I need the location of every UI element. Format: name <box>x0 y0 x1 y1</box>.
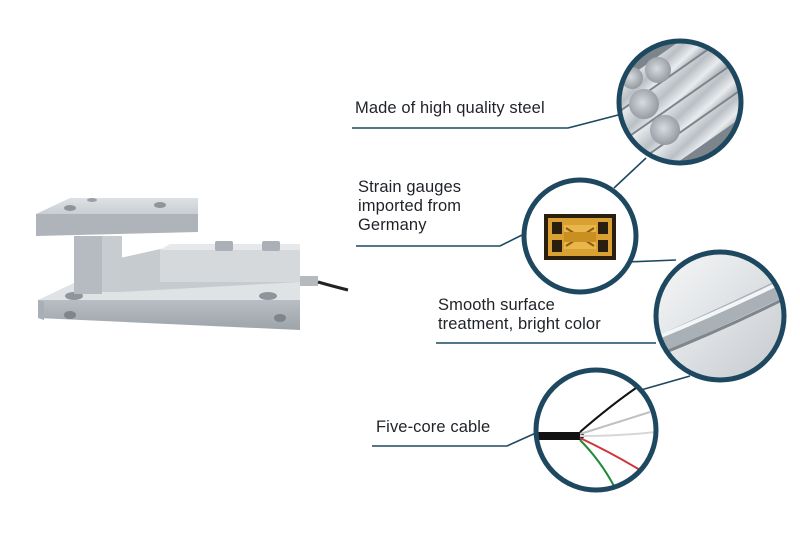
five-core-cable-icon <box>533 367 659 493</box>
callout-line-steel <box>352 113 623 129</box>
callout-line-cable <box>372 431 539 447</box>
callout-lines <box>352 113 691 447</box>
polished-surface-icon <box>653 249 787 383</box>
connector-gauge-surface <box>625 259 677 263</box>
feature-label-cable: Five-core cable <box>376 418 490 437</box>
strain-gauge-icon <box>521 177 639 295</box>
feature-label-line: imported from <box>358 197 462 215</box>
steel-rods-icon <box>616 38 744 166</box>
feature-label-line: Strain gauges <box>358 178 462 196</box>
feature-label-line: Germany <box>358 216 427 234</box>
feature-label-line: Made of high quality steel <box>355 99 545 117</box>
connector-steel-gauge <box>613 157 647 189</box>
feature-label-line: treatment, bright color <box>438 315 601 333</box>
feature-label-line: Smooth surface <box>438 296 555 314</box>
feature-label-surface: Smooth surface treatment, bright color <box>438 296 601 334</box>
feature-label-line: Five-core cable <box>376 418 491 436</box>
load-cell-mount-image <box>36 198 349 330</box>
feature-label-strain-gauges: Strain gauges imported from Germany <box>358 178 461 235</box>
feature-label-steel: Made of high quality steel <box>355 99 545 118</box>
callout-line-strain <box>356 232 527 247</box>
